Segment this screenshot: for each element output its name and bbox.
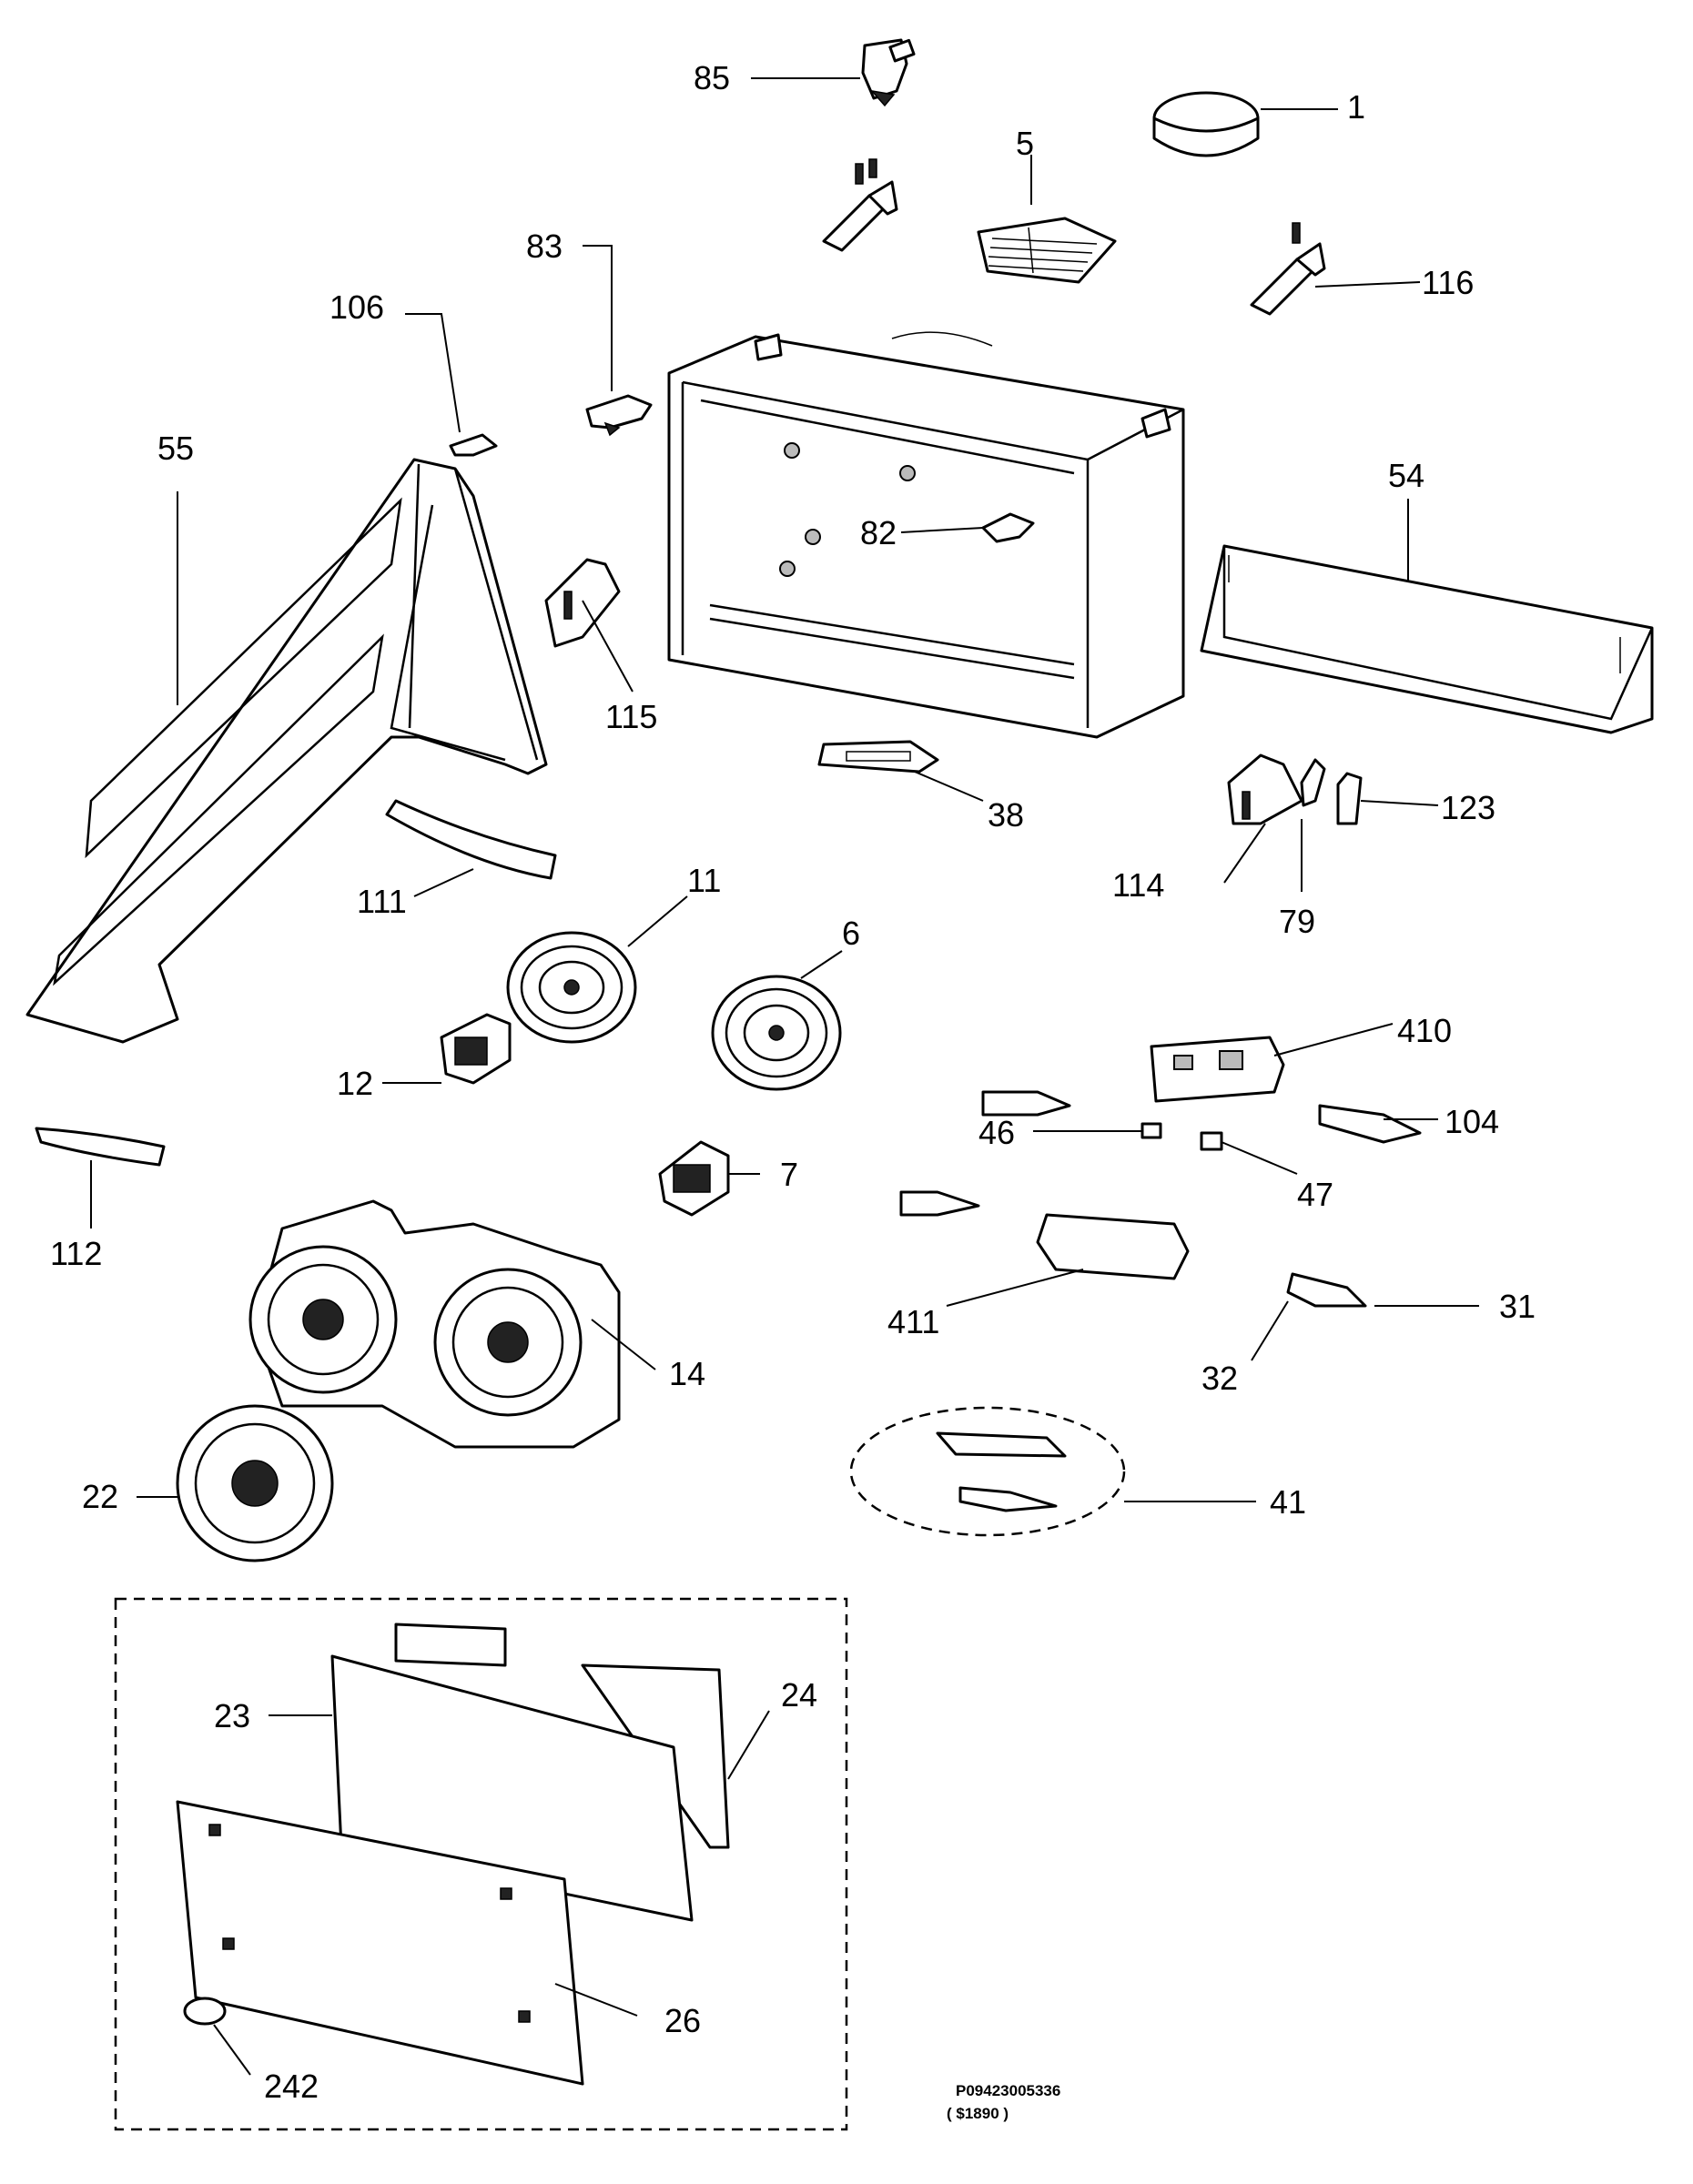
part-112-strip <box>35 1127 166 1228</box>
callout-85: 85 <box>694 59 730 96</box>
part-123-cover <box>1336 772 1439 825</box>
part-14-blower-housing <box>248 1199 656 1449</box>
part-46-connector <box>1033 1122 1162 1139</box>
callout-111: 111 <box>357 883 407 920</box>
callout-11: 11 <box>687 862 721 899</box>
part-116-bracket <box>1250 222 1421 316</box>
callout-31: 31 <box>1499 1288 1536 1325</box>
main-hood-body <box>667 331 1185 739</box>
callout-242: 242 <box>264 2068 319 2105</box>
callout-labels: 85 1 5 83 116 106 55 54 82 115 38 123 11… <box>50 59 1536 2105</box>
part-38-plate <box>817 740 984 802</box>
callout-23: 23 <box>214 1697 250 1734</box>
part-31-lamp-holder <box>1286 1272 1479 1308</box>
lamp-socket-left <box>981 1090 1071 1117</box>
callout-7: 7 <box>780 1156 798 1193</box>
callout-116: 116 <box>1422 264 1474 301</box>
part-7-motor-box <box>658 1140 760 1217</box>
callout-79: 79 <box>1279 903 1315 940</box>
filter-panel-kit <box>114 1597 848 2131</box>
part-411-transformer <box>946 1213 1190 1307</box>
part-1-duct-collar <box>1152 91 1338 157</box>
callout-82: 82 <box>860 514 897 551</box>
callout-41: 41 <box>1270 1483 1306 1521</box>
callout-411: 411 <box>887 1303 939 1340</box>
callout-22: 22 <box>82 1478 118 1515</box>
part-83-clip <box>583 245 653 437</box>
callout-24: 24 <box>781 1676 817 1714</box>
callout-55: 55 <box>157 430 194 467</box>
callout-106: 106 <box>329 288 384 326</box>
callout-46: 46 <box>978 1114 1015 1151</box>
callout-6: 6 <box>842 915 860 952</box>
callout-1: 1 <box>1347 88 1365 126</box>
callout-114: 114 <box>1112 866 1164 904</box>
mounting-bracket-left <box>822 158 898 252</box>
callout-54: 54 <box>1388 457 1424 494</box>
part-104-lamp <box>1318 1104 1438 1144</box>
part-115-bracket <box>544 558 634 693</box>
part-6-blower-wheel <box>711 950 843 1091</box>
callout-38: 38 <box>988 796 1024 834</box>
part-106-clip <box>405 313 498 457</box>
part-410-control-board <box>1150 1023 1394 1103</box>
part-54-panel <box>1200 499 1654 734</box>
callout-83: 83 <box>526 228 563 265</box>
part-85-clip <box>751 38 916 107</box>
callout-47: 47 <box>1297 1176 1333 1213</box>
part-22-filter <box>137 1404 334 1562</box>
callout-32: 32 <box>1201 1360 1238 1397</box>
callout-14: 14 <box>669 1355 705 1392</box>
lamp-holder-middle <box>899 1190 980 1217</box>
callout-12: 12 <box>337 1065 373 1102</box>
document-id: P09423005336 <box>956 2082 1060 2099</box>
part-47-connector <box>1200 1131 1298 1175</box>
part-12-motor-box <box>382 1013 512 1085</box>
part-111-strip <box>385 799 557 897</box>
part-5-grille <box>977 155 1117 284</box>
part-32-screw <box>1251 1300 1289 1361</box>
part-11-blower-wheel <box>506 895 688 1044</box>
callout-5: 5 <box>1016 125 1034 162</box>
part-55-side-panel <box>25 458 548 1044</box>
callout-112: 112 <box>50 1235 102 1272</box>
callout-410: 410 <box>1397 1012 1452 1049</box>
part-41-kit <box>849 1406 1256 1537</box>
callout-26: 26 <box>664 2002 701 2039</box>
part-79-clip <box>1300 758 1326 892</box>
document-code: ( $1890 ) <box>947 2105 1009 2122</box>
callout-123: 123 <box>1441 789 1495 826</box>
callout-104: 104 <box>1445 1103 1499 1140</box>
callout-115: 115 <box>605 698 657 735</box>
part-114-bracket <box>1223 753 1303 884</box>
